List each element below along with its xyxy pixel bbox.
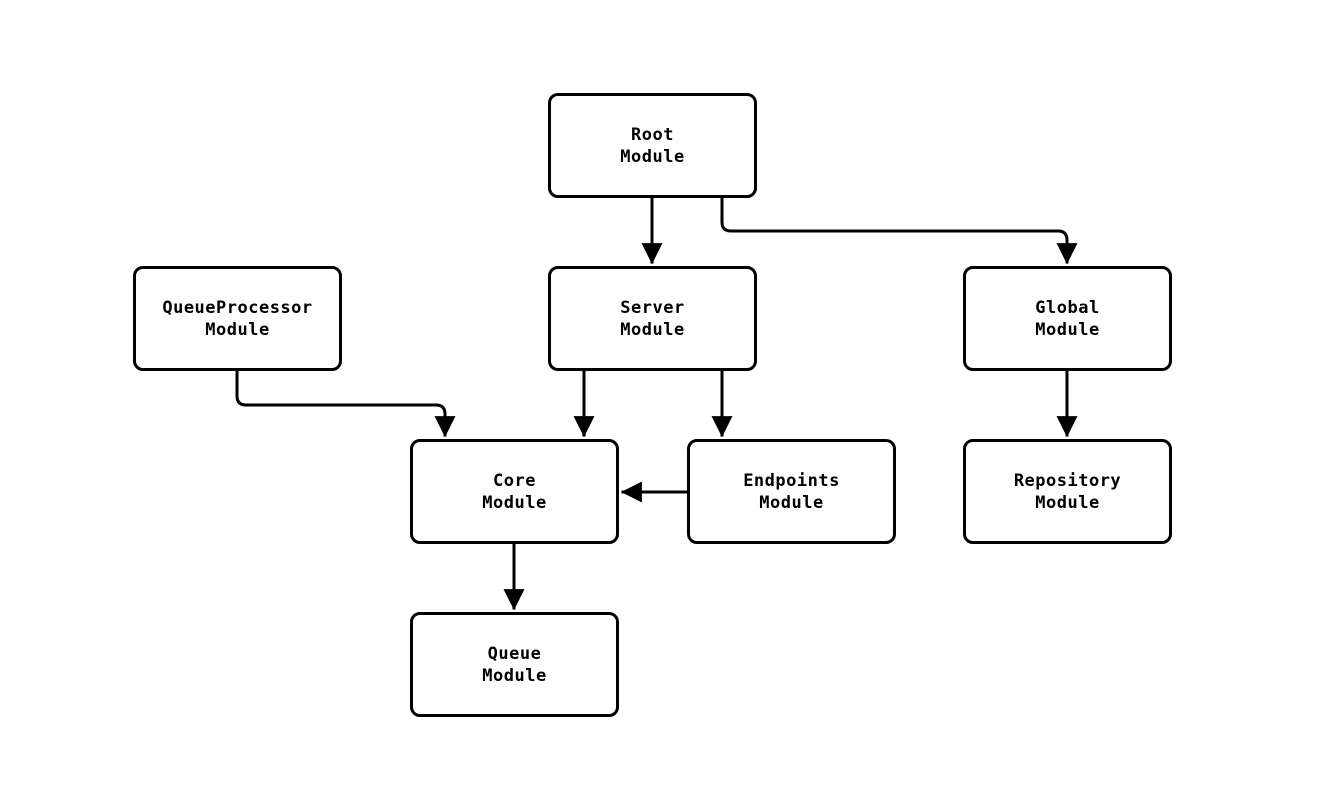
- node-core-module: Core Module: [410, 439, 619, 544]
- node-endpoints-module-label: Endpoints Module: [743, 470, 840, 513]
- node-queue-module: Queue Module: [410, 612, 619, 717]
- node-core-module-label: Core Module: [482, 470, 547, 513]
- edge-queueprocessor-to-core: [235, 370, 456, 438]
- node-endpoints-module: Endpoints Module: [687, 439, 896, 544]
- node-repository-module: Repository Module: [963, 439, 1172, 544]
- node-root-module-label: Root Module: [620, 124, 685, 167]
- node-root-module: Root Module: [548, 93, 757, 198]
- node-server-module-label: Server Module: [620, 297, 685, 340]
- node-repository-module-label: Repository Module: [1013, 470, 1122, 513]
- node-global-module-label: Global Module: [1035, 297, 1100, 340]
- node-global-module: Global Module: [963, 266, 1172, 371]
- node-queueprocessor-module-label: QueueProcessor Module: [162, 297, 313, 340]
- edge-root-to-global: [720, 196, 1078, 265]
- node-server-module: Server Module: [548, 266, 757, 371]
- node-queue-module-label: Queue Module: [482, 643, 547, 686]
- node-queueprocessor-module: QueueProcessor Module: [133, 266, 342, 371]
